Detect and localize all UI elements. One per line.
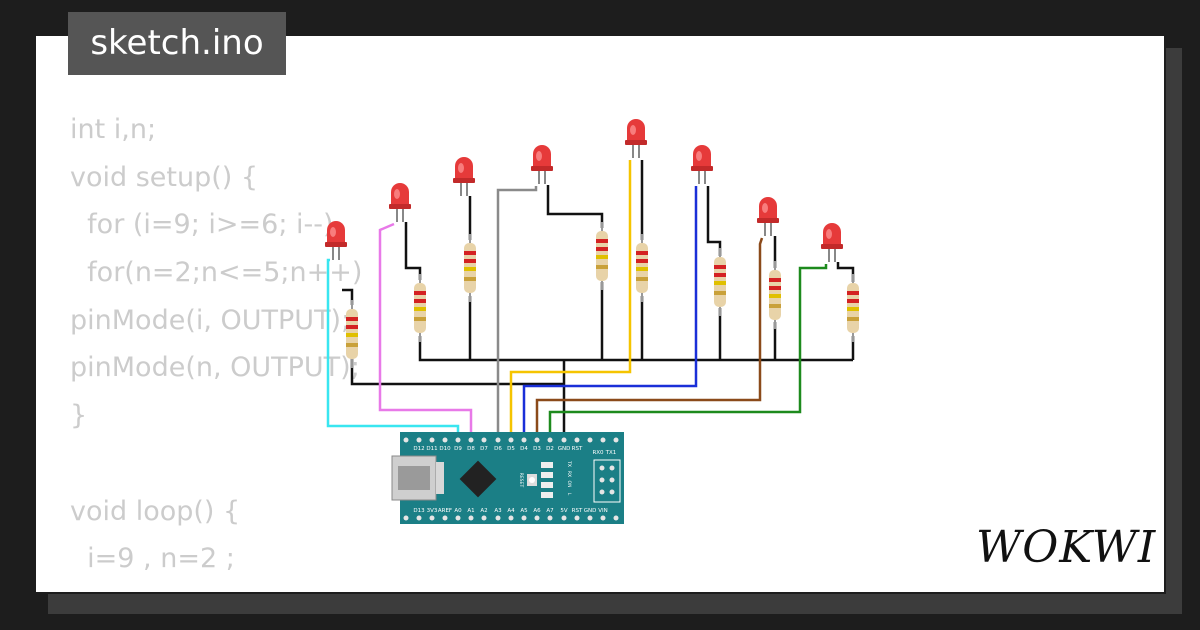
pin-label: RST: [572, 508, 583, 514]
led[interactable]: [820, 222, 844, 263]
pin-label: A6: [533, 508, 541, 514]
resistor[interactable]: [713, 247, 727, 317]
on-led-label: ON: [566, 481, 572, 488]
led[interactable]: [530, 144, 554, 185]
pin-label: A1: [467, 508, 474, 514]
code-line: pinMode(n, OUTPUT);: [70, 352, 360, 384]
l-led-label: L: [566, 493, 572, 496]
pin-label: D5: [507, 446, 515, 452]
pin-label: D4: [520, 446, 528, 452]
code-line: i=9 , n=2 ;: [70, 543, 235, 575]
pin-label: A2: [480, 508, 487, 514]
code-preview: int i,n; void setup() { for (i=9; i>=6; …: [70, 106, 396, 592]
pin-label: D13: [413, 508, 425, 514]
pin-label: A7: [546, 508, 554, 514]
resistor[interactable]: [463, 233, 477, 303]
pin-label: D7: [480, 446, 488, 452]
reset-label: RESET: [518, 473, 524, 488]
pin-label: 3V3: [427, 508, 438, 514]
resistor[interactable]: [595, 221, 609, 291]
pin-label: A3: [494, 508, 502, 514]
resistor[interactable]: [768, 260, 782, 330]
led[interactable]: [624, 118, 648, 159]
sketch-filename-tag[interactable]: sketch.ino: [68, 12, 286, 75]
code-line: for (i=9; i>=6; i--): [70, 209, 334, 241]
code-line: while(i>=6 && n<=5 ): [70, 583, 396, 592]
pin-label: A5: [520, 508, 528, 514]
arduino-nano-board[interactable]: D12 D11 D10 D9 D8 D7 D6 D5 D4 D3 D2 GND …: [391, 432, 624, 524]
pin-label: RX0: [592, 450, 604, 456]
tx-led-label: TX: [566, 460, 572, 467]
pin-label: VIN: [598, 508, 608, 514]
wire-brown: [535, 237, 764, 438]
code-line: void setup() {: [70, 161, 259, 193]
led[interactable]: [324, 220, 348, 261]
wire-gray: [496, 186, 538, 438]
pin-label: D9: [454, 446, 462, 452]
pin-label: D3: [533, 446, 541, 452]
pin-label: D10: [439, 446, 451, 452]
code-line: }: [70, 400, 88, 432]
code-line: int i,n;: [70, 114, 157, 145]
microcontroller-chip: [459, 460, 497, 498]
led[interactable]: [452, 156, 476, 197]
led[interactable]: [388, 182, 412, 223]
bottom-header-pins: [403, 515, 619, 521]
resistor[interactable]: [846, 273, 860, 343]
pin-label: D11: [426, 446, 437, 452]
led[interactable]: [756, 196, 780, 237]
wire-blue: [522, 186, 698, 438]
resistor[interactable]: [345, 299, 359, 369]
pin-label: AREF: [438, 508, 452, 514]
pin-label: D8: [467, 446, 475, 452]
pin-label: GND: [584, 508, 597, 514]
rx-led-label: RX: [566, 471, 572, 477]
pin-label: D12: [413, 446, 424, 452]
pin-label: TX1: [605, 450, 617, 456]
pin-label: A0: [454, 508, 462, 514]
pin-label: RST: [572, 446, 583, 452]
code-line: for(n=2;n<=5;n++): [70, 257, 363, 289]
pin-label: D6: [494, 446, 502, 452]
led[interactable]: [690, 144, 714, 185]
wire-yellow: [509, 160, 632, 438]
resistor[interactable]: [413, 273, 427, 343]
code-line: void loop() {: [70, 495, 241, 527]
wire-pink: [378, 222, 473, 438]
pin-label: A4: [507, 508, 515, 514]
wokwi-logo[interactable]: WOKWI: [976, 522, 1157, 573]
preview-card: int i,n; void setup() { for (i=9; i>=6; …: [34, 34, 1166, 594]
pin-label: GND: [558, 446, 571, 452]
pin-label: 5V: [560, 508, 567, 514]
pin-label: D2: [546, 446, 554, 452]
resistor[interactable]: [635, 233, 649, 303]
wire-cyan: [326, 258, 460, 438]
wire-green: [548, 264, 828, 438]
top-header-pins: [403, 437, 619, 443]
